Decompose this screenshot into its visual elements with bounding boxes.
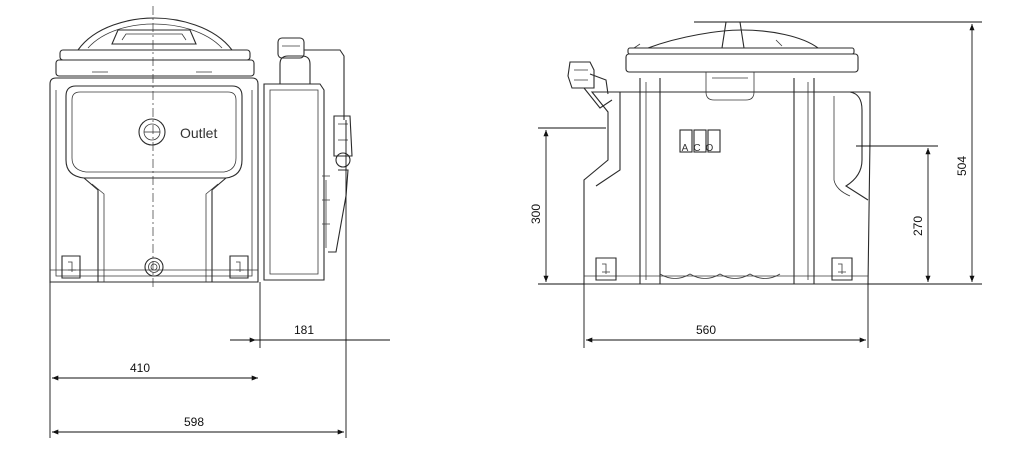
dim-181-text: 181 [294,323,314,337]
front-lid [55,17,255,77]
dim-410-text: 410 [130,361,150,375]
dim-598-text: 598 [184,415,204,429]
front-feet [61,255,249,279]
dimension-270: 270 [856,145,938,285]
aco-logo-text: ACO [682,143,719,154]
dimension-410: 410 [49,282,258,438]
front-view: Outlet [49,6,390,438]
dimension-598: 598 [52,120,347,438]
dim-504-text: 504 [955,156,969,176]
dimension-181: 181 [230,282,390,348]
dim-300-text: 300 [529,204,543,224]
side-lid [625,21,859,101]
outlet-socket: Outlet [138,118,217,146]
side-inlet-coupling [567,61,613,109]
outlet-label: Outlet [180,125,217,141]
dim-560-text: 560 [696,323,716,337]
dimension-560: 560 [583,284,869,348]
aco-logo: ACO [679,129,721,154]
side-view: ACO 560 300 270 504 [529,21,982,348]
dim-270-text: 270 [911,216,925,236]
dimension-300: 300 [529,127,606,285]
front-tank-body [49,77,259,283]
bottom-drain [144,257,164,277]
dimension-504: 504 [694,21,982,285]
side-feet [595,257,853,281]
side-tank-body [583,78,871,285]
pump-housing [263,37,353,281]
